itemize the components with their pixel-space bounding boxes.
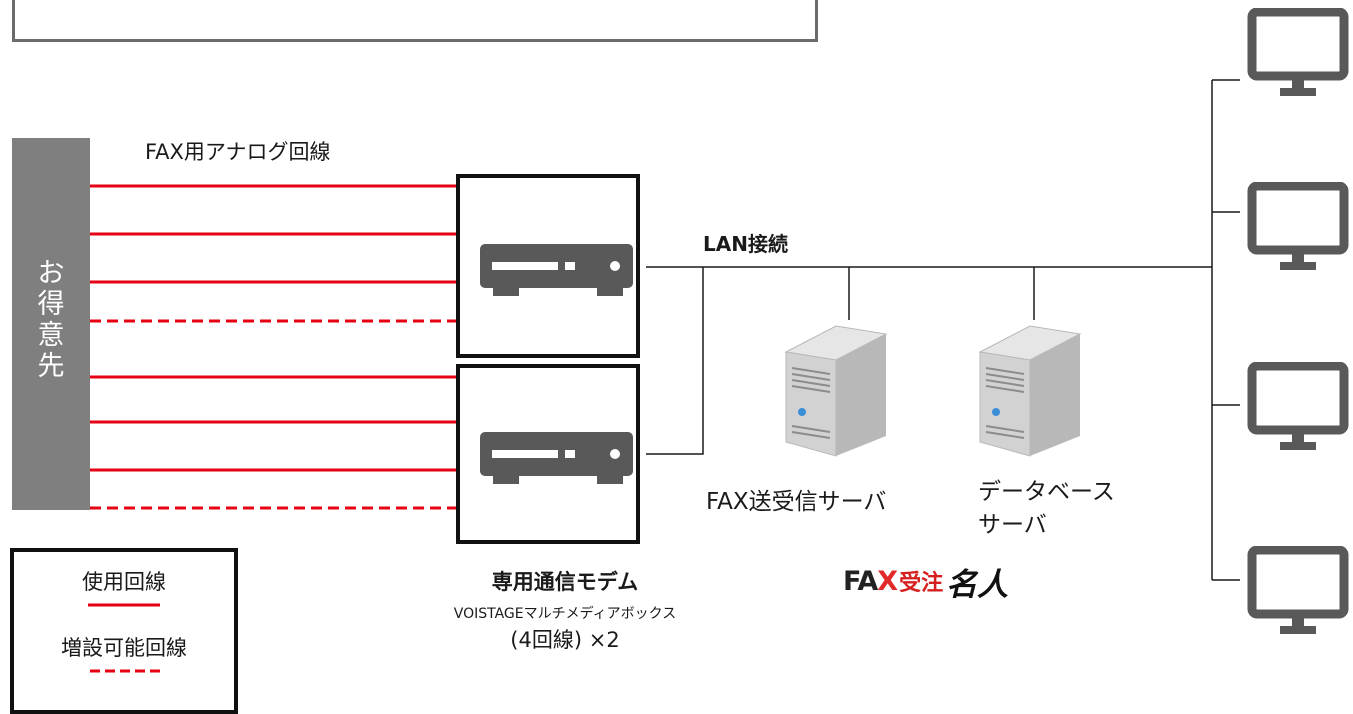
legend-expandable-label: 増設可能回線: [61, 636, 187, 660]
monitor-icon: [1247, 182, 1349, 270]
monitor-icon: [1247, 362, 1349, 450]
monitor-icon: [1247, 546, 1349, 634]
lan-modem2-link: [646, 267, 704, 455]
top-panel: [12, 0, 818, 42]
monitor-icon: [1247, 8, 1349, 96]
modem-title: 専用通信モデム: [491, 570, 639, 594]
fax-server-label: FAX送受信サーバ: [706, 489, 887, 515]
legend-dashed-line: [90, 669, 160, 673]
analog-line-label: FAX用アナログ回線: [145, 140, 331, 164]
legend-solid-line: [88, 603, 160, 607]
modem-model: VOISTAGEマルチメディアボックス: [453, 606, 677, 622]
brand-logo-word: 受注: [899, 571, 944, 596]
lan-label: LAN接続: [703, 232, 788, 256]
brand-logo-accent: X: [877, 565, 899, 597]
brand-logo-script: 名人: [946, 566, 1009, 603]
legend-box: [10, 548, 238, 714]
database-server-label: データベース サーバ: [978, 479, 1115, 538]
brand-logo-fax: FA: [843, 565, 878, 597]
modem-device-icon: [480, 244, 633, 296]
server-tower-icon: [784, 325, 888, 457]
modem-line-count: (4回線) ×2: [510, 628, 620, 652]
modem-box-2: [456, 364, 640, 544]
modem-box-1: [456, 174, 640, 358]
modem-device-icon: [480, 432, 633, 484]
brand-logo: FA X 受注 名人: [843, 558, 1008, 604]
customer-block: [12, 138, 90, 510]
customer-label: お 得 意 先: [37, 258, 65, 382]
server-tower-icon: [978, 325, 1082, 457]
legend-used-label: 使用回線: [82, 570, 166, 594]
